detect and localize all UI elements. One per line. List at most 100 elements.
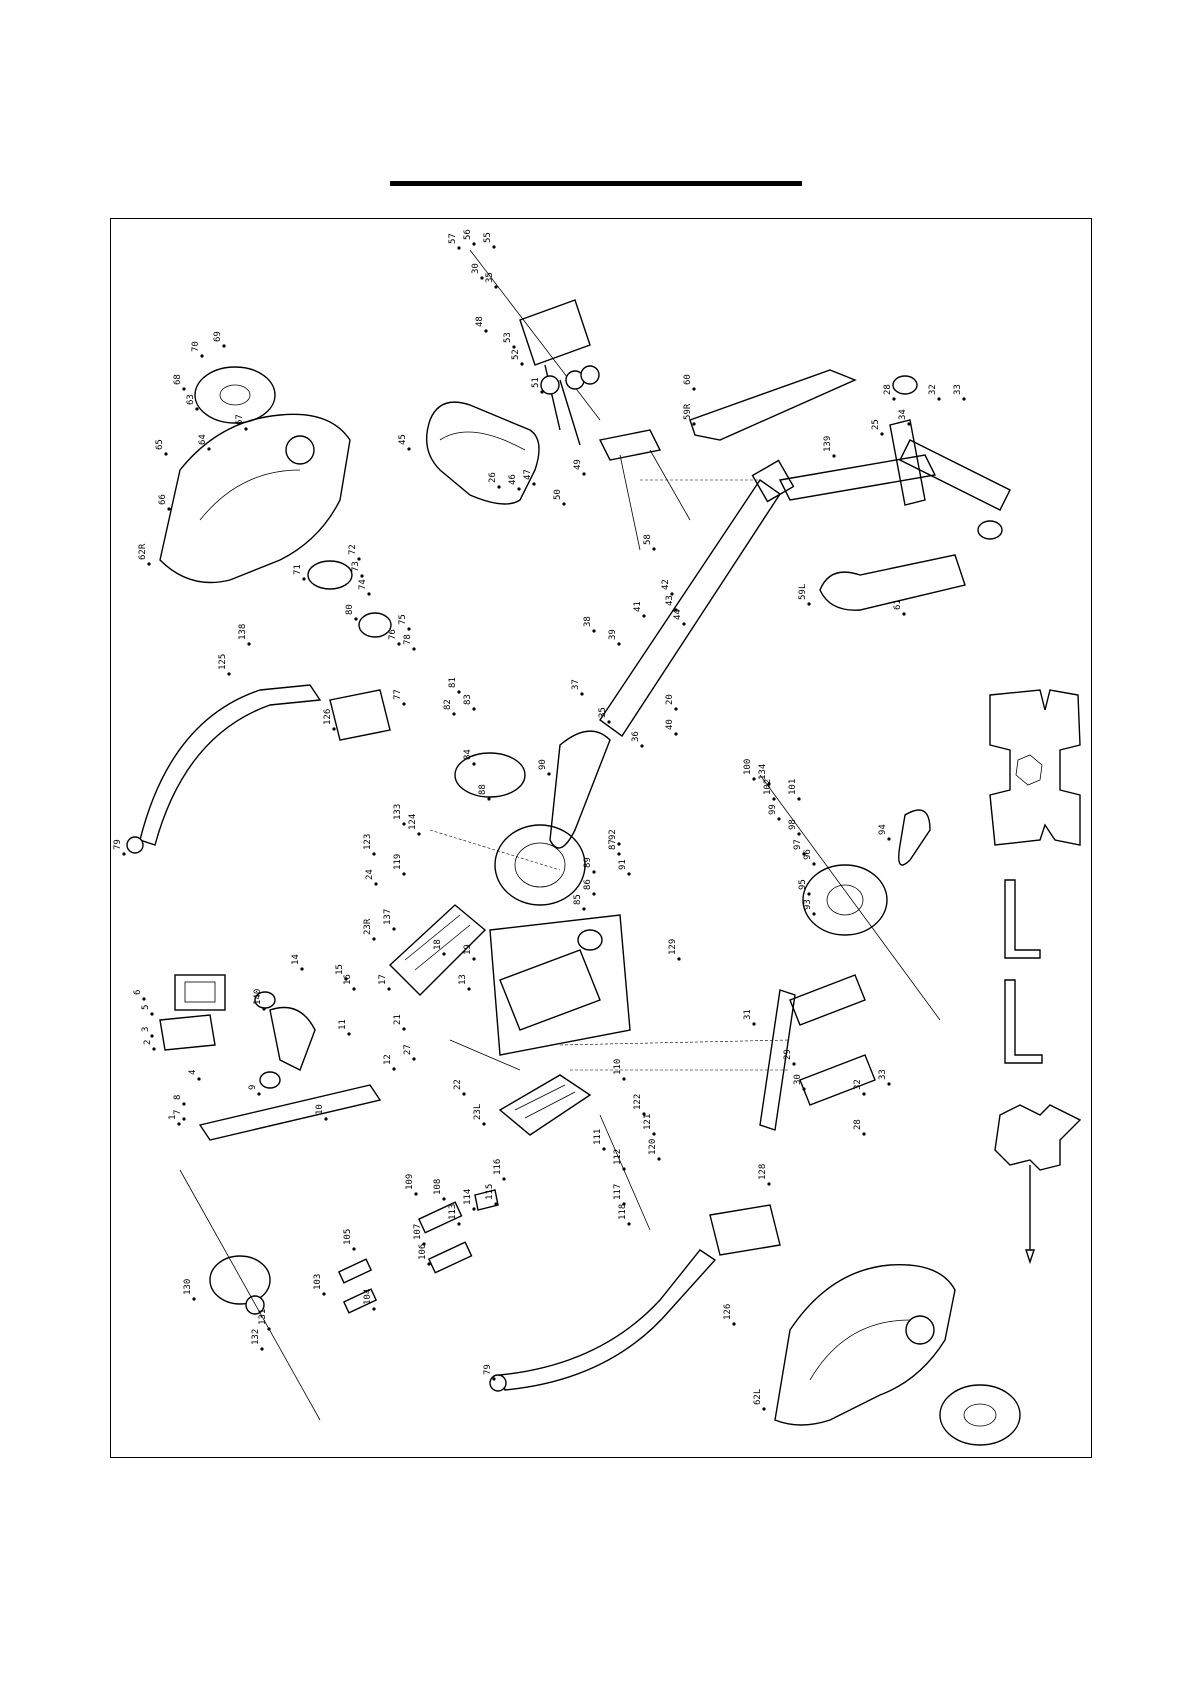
part-label-dot-p105 xyxy=(352,1247,356,1251)
part-label-p130: 130 xyxy=(183,1279,193,1295)
part-label-dot-p71a xyxy=(302,577,306,581)
title-rule xyxy=(390,181,802,186)
part-label-p67a: 67 xyxy=(235,414,245,425)
part-label-p133: 133 xyxy=(393,804,403,820)
part-label-p108: 108 xyxy=(433,1179,443,1195)
part-label-dot-p55a xyxy=(492,245,496,249)
part-label-p107: 107 xyxy=(413,1224,423,1240)
part-label-p131: 131 xyxy=(258,1309,268,1325)
part-label-dot-p96 xyxy=(812,862,816,866)
part-label-p123: 123 xyxy=(363,834,373,850)
part-label-dot-p113 xyxy=(457,1222,461,1226)
part-label-dot-p35a xyxy=(494,285,498,289)
part-label-dot-p15 xyxy=(344,977,348,981)
part-label-p63a: 63 xyxy=(186,394,196,405)
crank-arm-upper xyxy=(126,560,392,854)
part-label-dot-p31 xyxy=(752,1022,756,1026)
part-label-p95: 95 xyxy=(798,879,808,890)
part-label-p101: 101 xyxy=(788,779,798,795)
part-label-dot-p41 xyxy=(642,614,646,618)
part-label-p110: 110 xyxy=(613,1059,623,1075)
part-label-dot-p50a xyxy=(562,502,566,506)
part-label-dot-p83a xyxy=(472,707,476,711)
diagram-frame xyxy=(110,218,1092,1458)
part-label-p36: 36 xyxy=(631,731,641,742)
part-label-dot-p97 xyxy=(802,852,806,856)
part-label-dot-p28b xyxy=(862,1132,866,1136)
part-label-dot-p29 xyxy=(792,1062,796,1066)
part-label-p114: 114 xyxy=(463,1189,473,1205)
part-label-dot-p88 xyxy=(487,797,491,801)
part-label-dot-p115 xyxy=(494,1202,498,1206)
part-label-p28b: 28 xyxy=(853,1119,863,1130)
part-label-p94: 94 xyxy=(878,824,888,835)
part-label-p18: 18 xyxy=(433,939,443,950)
part-label-dot-p38 xyxy=(592,629,596,633)
screwdriver-tool xyxy=(994,1104,1082,1265)
part-label-dot-p87 xyxy=(617,852,621,856)
part-label-dot-p139 xyxy=(832,454,836,458)
part-label-p129: 129 xyxy=(668,939,678,955)
part-label-p42: 42 xyxy=(661,579,671,590)
part-label-dot-p61a xyxy=(902,612,906,616)
part-label-dot-p126b xyxy=(732,1322,736,1326)
part-label-p89: 89 xyxy=(583,857,593,868)
stabiliser-rear xyxy=(759,974,876,1131)
part-label-dot-p24 xyxy=(374,882,378,886)
stabiliser-front xyxy=(889,419,926,506)
part-label-p25a: 25 xyxy=(871,419,881,430)
part-label-dot-p33a xyxy=(962,397,966,401)
part-label-dot-p85 xyxy=(582,907,586,911)
part-label-p1: 1 xyxy=(168,1115,178,1120)
resistance-wheel xyxy=(179,1169,321,1421)
part-label-p104: 104 xyxy=(363,1289,373,1305)
part-label-p78a: 78 xyxy=(403,634,413,645)
part-label-p39: 39 xyxy=(608,629,618,640)
part-label-dot-p116 xyxy=(502,1177,506,1181)
part-label-dot-p70a xyxy=(200,354,204,358)
part-label-dot-p59l xyxy=(807,602,811,606)
handlebar-upper xyxy=(689,369,1011,611)
part-label-dot-p25a xyxy=(880,432,884,436)
allen-key-1 xyxy=(1004,879,1041,959)
part-label-p43: 43 xyxy=(665,595,675,606)
part-label-dot-p26a xyxy=(497,485,501,489)
part-label-p74a: 74 xyxy=(358,579,368,590)
part-label-dot-p22 xyxy=(462,1092,466,1096)
seat-post-assembly xyxy=(469,249,691,551)
part-label-dot-p16 xyxy=(352,987,356,991)
part-label-p121: 121 xyxy=(643,1114,653,1130)
part-label-p22: 22 xyxy=(453,1079,463,1090)
part-label-dot-p49a xyxy=(582,472,586,476)
part-label-p38: 38 xyxy=(583,616,593,627)
part-label-dot-p3 xyxy=(150,1034,154,1038)
part-label-p83a: 83 xyxy=(463,694,473,705)
part-label-dot-p40 xyxy=(674,732,678,736)
part-label-dot-p62r xyxy=(147,562,151,566)
crank-arm-lower xyxy=(489,1204,781,1392)
part-label-p40: 40 xyxy=(665,719,675,730)
part-label-p61a: 61 xyxy=(893,599,903,610)
part-label-dot-p43 xyxy=(674,608,678,612)
part-label-p88: 88 xyxy=(478,784,488,795)
part-label-dot-p63a xyxy=(195,407,199,411)
part-label-p132: 132 xyxy=(251,1329,261,1345)
part-label-dot-p129 xyxy=(677,957,681,961)
part-label-dot-p68a xyxy=(182,387,186,391)
part-label-dot-p20 xyxy=(674,707,678,711)
part-label-p71a: 71 xyxy=(293,564,303,575)
part-label-p20: 20 xyxy=(665,694,675,705)
part-label-dot-p138a xyxy=(247,642,251,646)
part-label-p10: 10 xyxy=(315,1104,325,1115)
part-label-dot-p4 xyxy=(197,1077,201,1081)
part-label-dot-p134 xyxy=(767,782,771,786)
part-label-p84a: 84 xyxy=(463,749,473,760)
part-label-p105: 105 xyxy=(343,1229,353,1245)
part-label-dot-p47a xyxy=(532,482,536,486)
part-label-dot-p90 xyxy=(547,772,551,776)
part-label-dot-p9 xyxy=(257,1092,261,1096)
part-label-dot-p23r xyxy=(372,937,376,941)
part-label-p37: 37 xyxy=(571,679,581,690)
part-label-dot-p126a xyxy=(332,727,336,731)
part-label-p58a: 58 xyxy=(643,534,653,545)
